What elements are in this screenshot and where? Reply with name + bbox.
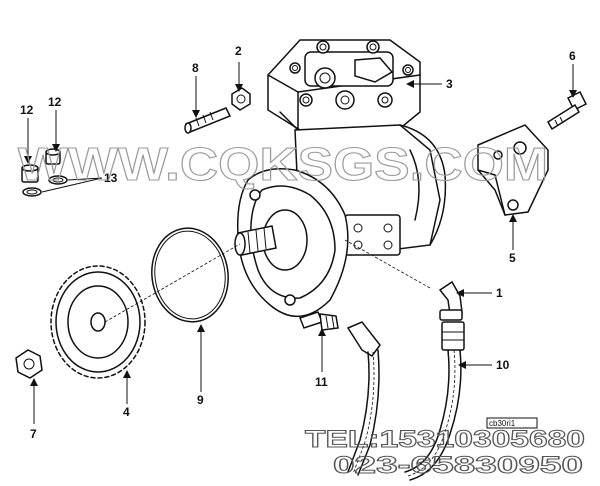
watermarks: WWW.CQKSGS.COM TEL:15310305680 023-65830… bbox=[17, 137, 585, 479]
washer-part-13 bbox=[22, 175, 68, 197]
nut-part-7 bbox=[15, 349, 43, 379]
callout-4: 4 bbox=[123, 405, 130, 419]
bracket-part-5 bbox=[477, 124, 549, 216]
mounting-flange bbox=[236, 168, 349, 318]
nut-part-2 bbox=[231, 87, 251, 111]
callout-5: 5 bbox=[509, 251, 516, 265]
o-ring-part-9 bbox=[151, 227, 229, 323]
bolt-part-6 bbox=[546, 90, 588, 131]
callout-9: 9 bbox=[197, 393, 204, 407]
drawing-code: cb30ri1 bbox=[486, 417, 538, 429]
watermark-phone: 023-65830950 bbox=[333, 452, 583, 479]
elbow-fitting-part-1 bbox=[438, 280, 463, 321]
callout-2: 2 bbox=[235, 44, 242, 58]
plug-part-12 bbox=[21, 164, 39, 183]
watermark-tel: TEL:15310305680 bbox=[305, 426, 585, 453]
callout-12-a: 12 bbox=[20, 103, 34, 117]
callout-numbers: 2 8 3 6 12 12 13 5 1 10 11 9 4 7 bbox=[20, 44, 576, 441]
callout-13: 13 bbox=[104, 171, 118, 185]
callout-7: 7 bbox=[30, 427, 37, 441]
stud-part-8 bbox=[184, 107, 232, 134]
watermark-site: WWW.CQKSGS.COM bbox=[18, 138, 548, 190]
callout-10: 10 bbox=[496, 358, 510, 372]
gear-part-4 bbox=[50, 265, 146, 379]
callout-12-b: 12 bbox=[48, 95, 62, 109]
drawing-code-text: cb30ri1 bbox=[489, 419, 516, 428]
callout-1: 1 bbox=[496, 286, 503, 300]
leader-lines bbox=[27, 62, 574, 424]
compressor-head-part-3 bbox=[267, 39, 421, 133]
callout-6: 6 bbox=[569, 49, 576, 63]
hose-part-10 bbox=[346, 321, 465, 481]
arrowheads bbox=[24, 80, 577, 386]
callout-3: 3 bbox=[446, 77, 453, 91]
fitting-part-11 bbox=[299, 311, 339, 331]
callout-8: 8 bbox=[192, 61, 199, 75]
callout-11: 11 bbox=[315, 375, 328, 389]
